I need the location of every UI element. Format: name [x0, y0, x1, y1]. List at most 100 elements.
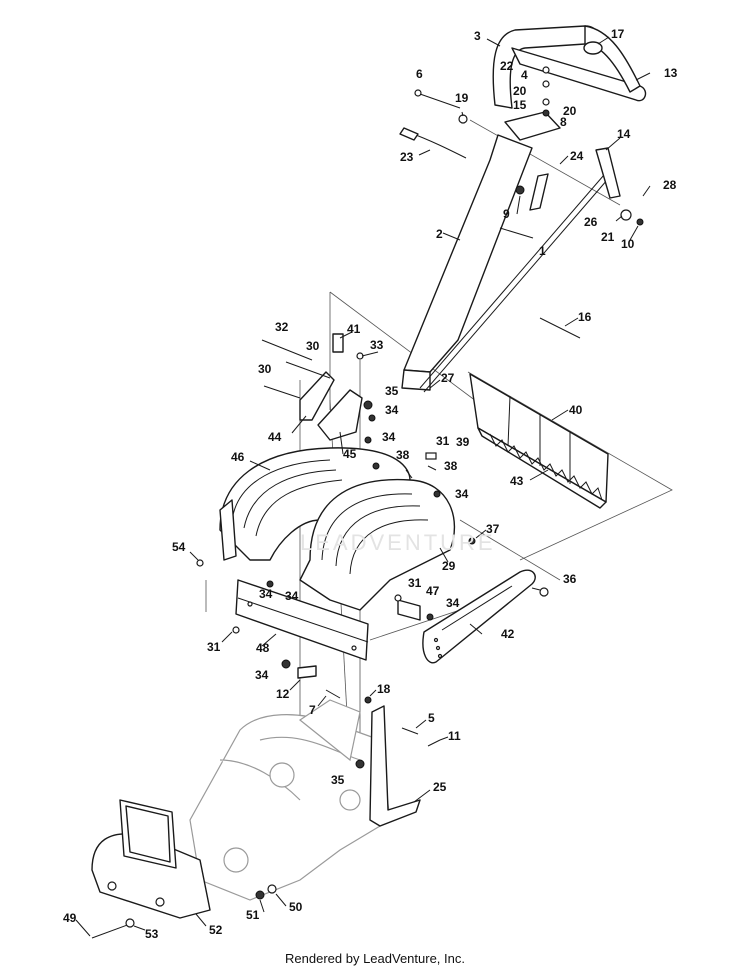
- callout-42: 42: [501, 627, 515, 641]
- nut-10: [636, 218, 644, 226]
- callout-39: 39: [456, 435, 470, 449]
- callout-8: 8: [560, 115, 567, 129]
- nut-35-upper: [363, 400, 373, 410]
- depth-bar-bracket: [397, 569, 536, 664]
- washer-53: [125, 918, 135, 928]
- callout-52: 52: [209, 923, 223, 937]
- callout-24: 24: [570, 149, 584, 163]
- handle-tube-lower: [401, 369, 431, 391]
- screw-54: [196, 559, 204, 567]
- nut-9: [515, 185, 525, 195]
- tine-shield-right: [299, 478, 456, 611]
- tiller-body: [189, 699, 391, 901]
- callout-1: 1: [539, 244, 546, 258]
- callout-20b: 20: [563, 104, 577, 118]
- pin-16: [539, 317, 581, 339]
- callout-51: 51: [246, 908, 260, 922]
- callout-4: 4: [521, 68, 528, 82]
- callout-35a: 35: [385, 384, 399, 398]
- lower-hardware: [91, 352, 549, 939]
- shield-flap: [235, 579, 369, 661]
- callout-3: 3: [474, 29, 481, 43]
- callout-49: 49: [63, 911, 77, 925]
- bolt-31-bracket: [394, 594, 402, 602]
- front-bumper: [91, 799, 211, 919]
- callout-22: 22: [500, 59, 514, 73]
- callout-37: 37: [486, 522, 500, 536]
- pin-38b: [427, 465, 437, 471]
- callout-40: 40: [569, 403, 583, 417]
- callout-10: 10: [621, 237, 635, 251]
- bolt-6: [414, 89, 461, 109]
- nut-37: [468, 537, 476, 545]
- callout-18: 18: [377, 682, 391, 696]
- callout-30b: 30: [258, 362, 272, 376]
- lever-link: [529, 173, 549, 211]
- bolt-32: [261, 339, 313, 361]
- nut-34-lower: [281, 659, 291, 669]
- handlebar-assembly: [492, 25, 647, 141]
- elbow-12: [297, 665, 317, 679]
- bushing-47: [397, 599, 421, 621]
- callout-41: 41: [347, 322, 361, 336]
- callout-36: 36: [563, 572, 577, 586]
- callout-34-flap: 34: [259, 587, 273, 601]
- callout-34b: 34: [382, 430, 396, 444]
- callout-33: 33: [370, 338, 384, 352]
- cable-23: [399, 127, 467, 159]
- callout-9: 9: [503, 207, 510, 221]
- bolt-4: [542, 66, 550, 74]
- render-credit: Rendered by LeadVenture, Inc.: [285, 951, 465, 966]
- pin-18: [364, 696, 372, 704]
- nut-34-upper: [368, 414, 376, 422]
- callout-31a: 31: [436, 434, 450, 448]
- callout-28: 28: [663, 178, 677, 192]
- callout-45: 45: [343, 447, 357, 461]
- callout-29: 29: [442, 559, 456, 573]
- callout-labels: 1 2 3 4 5 6 7 8 9 10 11 12 13 14 15 16 1…: [63, 27, 678, 941]
- bolt-30a: [285, 361, 331, 379]
- callout-6: 6: [416, 67, 423, 81]
- pin-7: [325, 689, 341, 699]
- callout-21: 21: [601, 230, 615, 244]
- washer-21: [620, 209, 632, 221]
- callout-32: 32: [275, 320, 289, 334]
- knob-36: [539, 587, 549, 597]
- callout-5: 5: [428, 711, 435, 725]
- nut-34-mid: [364, 436, 372, 444]
- callout-14: 14: [617, 127, 631, 141]
- cotter-pin-28: [642, 185, 651, 197]
- washer-20a: [542, 80, 550, 88]
- callout-12: 12: [276, 687, 290, 701]
- leader-lines: [75, 36, 651, 937]
- callout-34e: 34: [446, 596, 460, 610]
- control-rod: [419, 167, 611, 389]
- callout-43: 43: [510, 474, 524, 488]
- callout-7: 7: [309, 703, 316, 717]
- callout-38b: 38: [444, 459, 458, 473]
- upper-handle-tube: [403, 134, 533, 373]
- handle-grip-cap: [583, 41, 603, 55]
- spacer-41: [332, 333, 344, 353]
- bracket-45: [317, 389, 363, 441]
- callout-16: 16: [578, 310, 592, 324]
- callout-38a: 38: [396, 448, 410, 462]
- watermark: LEADVENTURE: [300, 530, 496, 555]
- tine-shield-left: [219, 447, 411, 561]
- control-lever: [595, 147, 621, 199]
- nut-34-bracket: [426, 613, 434, 621]
- handle-mount-plate: [504, 111, 561, 141]
- washer-50: [267, 884, 277, 894]
- callout-23: 23: [400, 150, 414, 164]
- bracket-44: [299, 371, 335, 421]
- callout-47: 47: [426, 584, 440, 598]
- depth-stake: [369, 705, 421, 827]
- callout-26: 26: [584, 215, 598, 229]
- handle-tube-and-rod: [401, 134, 621, 393]
- callout-27: 27: [441, 371, 455, 385]
- nut-34-flap: [266, 580, 274, 588]
- shield-end-plate: [219, 499, 237, 561]
- nut-8: [542, 109, 550, 117]
- callout-2: 2: [436, 227, 443, 241]
